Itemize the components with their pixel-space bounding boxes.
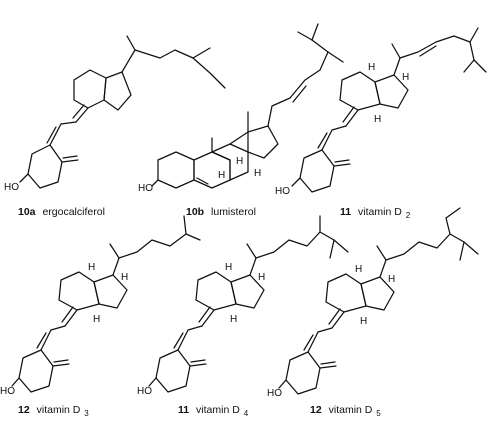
structure-12-d3: HO H H H 12 vitamin D 3 [0, 215, 201, 418]
caption-number-10a: 10a [18, 206, 36, 218]
caption-number-11-d2: 11 [340, 206, 351, 218]
skeleton-10b [151, 23, 344, 189]
h-label-12-d5-2: H [388, 274, 395, 285]
caption-11-d4: 11 vitamin D 4 [178, 404, 249, 418]
caption-10a: 10a ergocalciferol [18, 206, 105, 218]
structure-10a: HO 10a ergocalciferol [4, 35, 226, 218]
h-label-12-d3-1: H [88, 262, 95, 273]
caption-subscript-11-d2: 2 [406, 211, 411, 220]
caption-name-12-d5: vitamin D [329, 404, 373, 416]
hydroxyl-label-12-d5: HO [267, 388, 282, 399]
skeleton-11-d2 [291, 27, 487, 193]
skeleton-12-d3 [11, 215, 201, 393]
h-label-11-d2-2: H [402, 72, 409, 83]
caption-name-11-d2: vitamin D [358, 206, 402, 218]
structure-10b: HO H H H 10b lumisterol [138, 23, 344, 218]
h-label-11-d4-1: H [225, 262, 232, 273]
structure-11-d4: HO H H H 11 vitamin D 4 [137, 215, 349, 418]
structure-11-d2: HO H H H 11 vitamin D 2 [275, 27, 487, 220]
h-label-12-d3-2: H [121, 272, 128, 283]
caption-11-d2: 11 vitamin D 2 [340, 206, 411, 220]
caption-number-12-d5: 12 [310, 404, 322, 416]
h-label-11-d2-1: H [368, 62, 375, 73]
hydroxyl-label-11-d4: HO [137, 386, 152, 397]
caption-subscript-12-d3: 3 [84, 409, 89, 418]
structure-12-d5: HO H H H 12 vitamin D 5 [267, 207, 479, 418]
caption-name-10b: lumisterol [211, 206, 256, 218]
skeleton-11-d4 [148, 215, 349, 393]
caption-subscript-12-d5: 5 [376, 409, 381, 418]
h-label-11-d4-3: H [230, 314, 237, 325]
caption-name-11-d4: vitamin D [196, 404, 240, 416]
hydroxyl-label-10b: HO [138, 183, 153, 194]
h-label-10b-3: H [218, 170, 225, 181]
caption-number-11-d4: 11 [178, 404, 189, 416]
caption-number-10b: 10b [186, 206, 204, 218]
caption-12-d3: 12 vitamin D 3 [18, 404, 89, 418]
hydroxyl-label-10a: HO [4, 182, 19, 193]
caption-number-12-d3: 12 [18, 404, 30, 416]
caption-subscript-11-d4: 4 [244, 409, 249, 418]
h-label-11-d4-2: H [258, 272, 265, 283]
h-label-11-d2-3: H [374, 114, 381, 125]
h-label-10b-1: H [236, 156, 243, 167]
h-label-12-d3-3: H [93, 314, 100, 325]
skeleton-12-d5 [278, 207, 479, 395]
caption-name-10a: ergocalciferol [42, 206, 104, 218]
h-label-12-d5-3: H [360, 316, 367, 327]
skeleton-10a [19, 35, 226, 189]
caption-12-d5: 12 vitamin D 5 [310, 404, 381, 418]
h-label-10b-2: H [254, 168, 261, 179]
hydroxyl-label-11-d2: HO [275, 186, 290, 197]
h-label-12-d5-1: H [355, 264, 362, 275]
hydroxyl-label-12-d3: HO [0, 386, 15, 397]
caption-10b: 10b lumisterol [186, 206, 256, 218]
caption-name-12-d3: vitamin D [37, 404, 81, 416]
